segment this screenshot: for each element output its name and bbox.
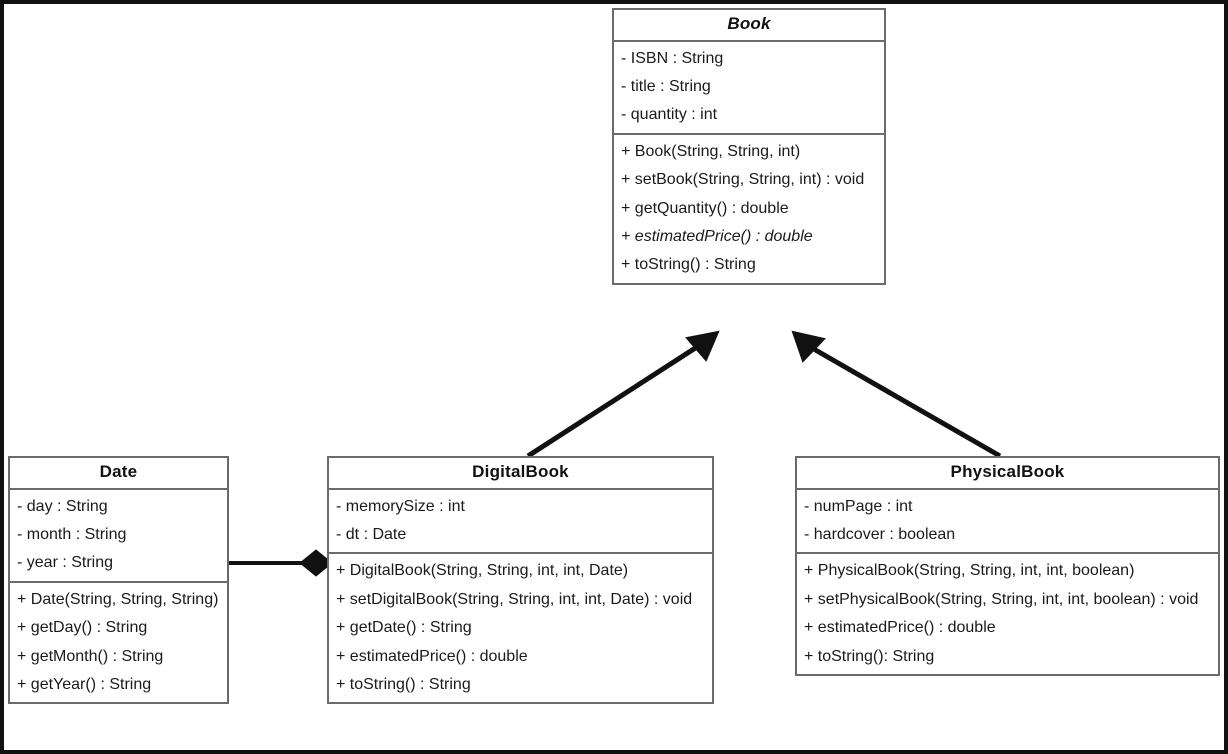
- method-row: + setBook(String, String, int) : void: [621, 171, 865, 189]
- attribute-row: - day : String: [17, 497, 108, 515]
- class-box-physicalbook[interactable]: PhysicalBook - numPage : int - hardcover…: [795, 456, 1220, 677]
- class-title-date: Date: [10, 458, 227, 490]
- generalization-line-digitalbook: [526, 342, 702, 459]
- method-row: + toString() : String: [336, 676, 471, 694]
- method-row: + setDigitalBook(String, String, int, in…: [336, 590, 693, 608]
- method-row: + estimatedPrice() : double: [336, 647, 528, 665]
- attributes-compartment-physicalbook: - numPage : int - hardcover : boolean: [797, 490, 1218, 555]
- method-row: + getYear() : String: [17, 676, 152, 694]
- attributes-compartment-digitalbook: - memorySize : int - dt : Date: [329, 490, 712, 555]
- inheritance-arrowhead-physicalbook: [791, 330, 826, 363]
- attributes-compartment-date: - day : String - month : String - year :…: [10, 490, 227, 583]
- method-row: + Book(String, String, int): [621, 142, 801, 160]
- inheritance-arrowhead-digitalbook: [685, 330, 720, 362]
- class-title-book: Book: [614, 10, 884, 42]
- class-title-digitalbook: DigitalBook: [329, 458, 712, 490]
- generalization-line-physicalbook: [810, 345, 1002, 459]
- attribute-row: - hardcover : boolean: [804, 526, 956, 544]
- attribute-row: - month : String: [17, 526, 127, 544]
- method-row: + estimatedPrice() : double: [804, 619, 996, 637]
- generalization-physicalbook-to-book: [791, 330, 1002, 459]
- methods-compartment-physicalbook: + PhysicalBook(String, String, int, int,…: [797, 554, 1218, 674]
- composition-date-digitalbook: [229, 549, 333, 577]
- method-row: + setPhysicalBook(String, String, int, i…: [804, 590, 1199, 608]
- attribute-row: - memorySize : int: [336, 497, 465, 515]
- attribute-row: - dt : Date: [336, 526, 407, 544]
- attribute-row: - quantity : int: [621, 106, 718, 124]
- methods-compartment-date: + Date(String, String, String) + getDay(…: [10, 583, 227, 703]
- attributes-compartment-book: - ISBN : String - title : String - quant…: [614, 42, 884, 135]
- method-row: + Date(String, String, String): [17, 590, 219, 608]
- method-row: + toString() : String: [621, 256, 756, 274]
- attribute-row: - numPage : int: [804, 497, 913, 515]
- class-box-digitalbook[interactable]: DigitalBook - memorySize : int - dt : Da…: [327, 456, 714, 705]
- method-row: + getQuantity() : double: [621, 199, 789, 217]
- method-row: + getDay() : String: [17, 619, 148, 637]
- attribute-row: - year : String: [17, 554, 114, 572]
- class-title-physicalbook: PhysicalBook: [797, 458, 1218, 490]
- method-row: + toString(): String: [804, 647, 935, 665]
- class-box-book[interactable]: Book - ISBN : String - title : String - …: [612, 8, 886, 285]
- method-row: + DigitalBook(String, String, int, int, …: [336, 562, 629, 580]
- class-box-date[interactable]: Date - day : String - month : String - y…: [8, 456, 229, 705]
- method-row-abstract: + estimatedPrice() : double: [621, 228, 813, 246]
- method-row: + getDate() : String: [336, 619, 472, 637]
- method-row: + getMonth() : String: [17, 647, 164, 665]
- attribute-row: - ISBN : String: [621, 49, 724, 67]
- methods-compartment-book: + Book(String, String, int) + setBook(St…: [614, 135, 884, 283]
- method-row: + PhysicalBook(String, String, int, int,…: [804, 562, 1135, 580]
- generalization-digitalbook-to-book: [526, 330, 720, 459]
- attribute-row: - title : String: [621, 78, 711, 96]
- methods-compartment-digitalbook: + DigitalBook(String, String, int, int, …: [329, 554, 712, 702]
